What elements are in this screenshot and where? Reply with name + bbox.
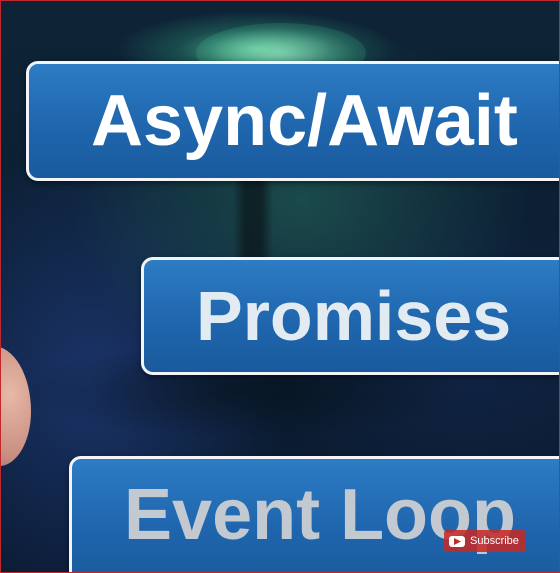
subscribe-label: Subscribe [470,535,519,547]
async-await-label-box: Async/Await [26,61,559,181]
youtube-play-icon [449,535,465,547]
promises-label-box: Promises [141,257,559,375]
promises-label: Promises [196,277,512,355]
async-await-label: Async/Await [91,81,518,161]
event-loop-label-box: Event Loop [69,456,559,572]
subscribe-button[interactable]: Subscribe [444,530,526,552]
background-lamp-stem [233,181,273,261]
